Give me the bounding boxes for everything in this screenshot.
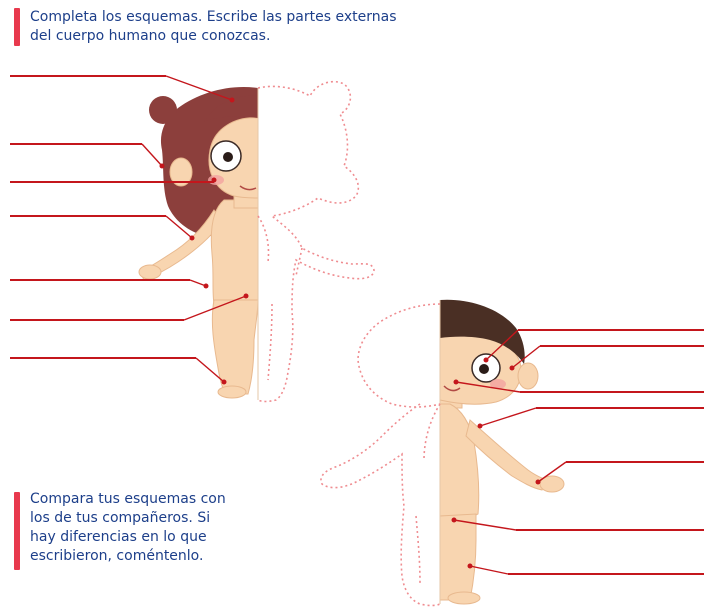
girl-pointer-dot <box>159 163 165 169</box>
boy-pointer-dot <box>453 379 459 385</box>
girl-dotted-inner <box>257 215 303 381</box>
boy-pointer-dot <box>535 479 541 485</box>
girl-pointer-dot <box>221 379 227 385</box>
girl-pointer-dot <box>203 283 209 289</box>
boy-mouth <box>443 385 461 392</box>
boy-pointer-dot <box>477 423 483 429</box>
boy-ear <box>517 362 539 390</box>
boy-label-lines <box>451 329 704 575</box>
girl-pointer-dot <box>229 97 235 103</box>
boy-dotted-inner <box>415 403 441 585</box>
girl-ear <box>169 157 193 187</box>
boy-pointer-dot <box>467 563 473 569</box>
girl-pointer <box>183 295 247 321</box>
boy-pupil <box>479 364 489 374</box>
instruction-text-top: Completa los esquemas. Escribe las parte… <box>30 9 397 44</box>
girl-pointer-dot <box>243 293 249 299</box>
boy-cheek <box>490 379 506 389</box>
girl-pointer <box>165 75 233 101</box>
girl-pointer-dot <box>211 177 217 183</box>
girl-pupil <box>223 152 233 162</box>
boy-torso <box>439 403 480 521</box>
girl-torso <box>210 199 259 305</box>
girl-pointer-dot <box>189 235 195 241</box>
boy-pointer <box>455 381 521 393</box>
boy-pointer-dot <box>483 357 489 363</box>
boy-pointer-dot <box>509 365 515 371</box>
boy-foot <box>447 591 481 605</box>
boy-leg <box>439 513 477 601</box>
instruction-accent-bar-bottom <box>14 492 20 570</box>
girl-figure <box>138 86 259 400</box>
boy-hair <box>440 299 525 364</box>
girl-pointer <box>141 143 163 167</box>
girl-dotted-outline <box>257 80 375 403</box>
boy-pointer-dot <box>451 517 457 523</box>
girl-leg <box>211 299 259 395</box>
girl-fringe <box>204 95 258 122</box>
boy-dotted-outline <box>320 303 441 607</box>
boy-pointer <box>479 407 537 427</box>
girl-hand <box>138 264 162 280</box>
girl-pointer <box>195 357 225 383</box>
girl-foot <box>217 385 247 399</box>
boy-pointer <box>537 461 567 483</box>
girl-mouth <box>239 185 257 191</box>
boy-pointer <box>453 519 517 531</box>
boy-pointer <box>469 565 509 575</box>
girl-pointer <box>189 279 207 287</box>
boy-pointer <box>485 329 519 361</box>
boy-hand <box>539 475 565 493</box>
instruction-text-bottom: Compara tus esquemas con los de tus comp… <box>30 491 226 564</box>
girl-label-lines <box>10 75 249 385</box>
girl-pointer <box>165 215 193 239</box>
girl-hair-bun <box>149 96 177 124</box>
instruction-accent-bar-top <box>14 8 20 46</box>
boy-pointer <box>511 345 541 369</box>
